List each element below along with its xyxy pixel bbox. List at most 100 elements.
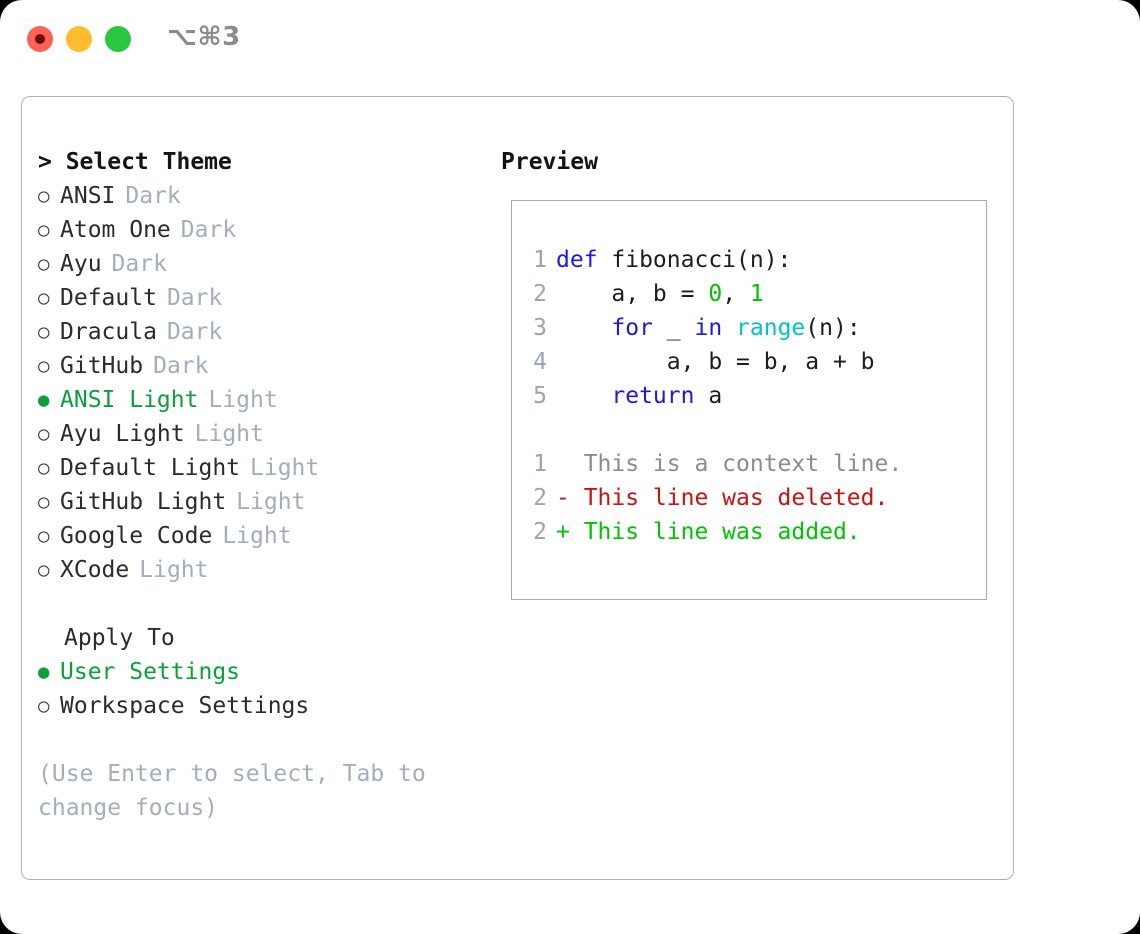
code-token-plain xyxy=(556,383,611,409)
line-number: 2 xyxy=(533,485,547,511)
theme-option-dracula[interactable]: ○ Dracula Dark xyxy=(38,315,488,349)
code-token-kw: for xyxy=(611,315,653,341)
apply-to-option-user-settings[interactable]: ● User Settings xyxy=(38,655,488,689)
line-number: 5 xyxy=(533,383,547,409)
radio-unselected-icon: ○ xyxy=(38,219,50,241)
code-line: 5 return a xyxy=(512,379,986,413)
radio-unselected-icon: ○ xyxy=(38,287,50,309)
code-token-plain: , xyxy=(722,281,750,307)
code-line: 3 for _ in range(n): xyxy=(512,311,986,345)
radio-unselected-icon: ○ xyxy=(38,525,50,547)
maximize-window-button[interactable] xyxy=(105,26,131,52)
code-token-plain: a, b = b, a + b xyxy=(556,349,875,375)
code-token-kw: in xyxy=(694,315,723,341)
apply-to-option-label: User Settings xyxy=(60,659,241,685)
line-number: 2 xyxy=(533,281,547,307)
theme-option-google-code[interactable]: ○ Google Code Light xyxy=(38,519,488,553)
theme-option-category: Light xyxy=(250,455,320,481)
select-theme-heading: > Select Theme xyxy=(38,149,232,175)
spacer xyxy=(38,587,488,621)
code-token-fn: range xyxy=(736,315,806,341)
theme-option-category: Dark xyxy=(153,353,209,379)
code-token-num: 1 xyxy=(749,281,764,307)
theme-option-label: ANSI Light xyxy=(60,387,199,413)
apply-to-heading: Apply To xyxy=(64,625,175,651)
theme-option-label: Dracula xyxy=(60,319,157,345)
keyboard-shortcut-label: ⌥⌘3 xyxy=(167,22,241,52)
line-number: 3 xyxy=(533,315,547,341)
code-line: 1 def fibonacci(n): xyxy=(512,243,986,277)
theme-option-category: Dark xyxy=(180,217,237,243)
radio-unselected-icon: ○ xyxy=(38,559,50,581)
code-line-text: return a xyxy=(556,379,722,413)
theme-option-label: Ayu Light xyxy=(60,421,185,447)
code-line-text: a, b = b, a + b xyxy=(556,345,875,379)
theme-option-label: Default xyxy=(60,285,157,311)
theme-option-label: Google Code xyxy=(60,523,213,549)
radio-unselected-icon: ○ xyxy=(38,321,50,343)
title-bar: ⌥⌘3 xyxy=(0,0,1140,78)
theme-option-category: Dark xyxy=(166,319,223,345)
theme-option-label: ANSI xyxy=(60,183,116,209)
diff-line: 2 + This line was added. xyxy=(512,515,986,549)
line-number: 1 xyxy=(533,247,547,273)
diff-line-text-del: - This line was deleted. xyxy=(556,485,889,511)
radio-selected-icon: ● xyxy=(38,389,50,411)
apply-to-option-label: Workspace Settings xyxy=(60,693,310,719)
line-number: 4 xyxy=(533,349,547,375)
code-token-plain: _ xyxy=(652,315,695,341)
apply-to-option-workspace-settings[interactable]: ○ Workspace Settings xyxy=(38,689,488,723)
code-token-plain xyxy=(556,315,611,341)
theme-option-label: Default Light xyxy=(60,455,241,481)
code-token-plain: a, b = xyxy=(556,281,709,307)
help-text: (Use Enter to select, Tab to change focu… xyxy=(38,761,426,821)
minimize-window-button[interactable] xyxy=(66,26,92,52)
diff-line-text-ctx: This is a context line. xyxy=(556,451,903,477)
diff-line-text-add: + This line was added. xyxy=(556,519,861,545)
theme-option-category: Light xyxy=(208,387,278,413)
code-token-plain xyxy=(722,315,736,341)
code-line-text: a, b = 0, 1 xyxy=(556,277,764,311)
radio-selected-icon: ● xyxy=(38,661,50,683)
theme-option-category: Light xyxy=(236,489,306,515)
code-token-num: 0 xyxy=(708,281,723,307)
spacer xyxy=(512,413,986,447)
theme-option-category: Dark xyxy=(125,183,181,209)
code-line-text: for _ in range(n): xyxy=(556,311,861,345)
line-number: 2 xyxy=(533,519,547,545)
diff-sample: 1 This is a context line. 2 - This line wa… xyxy=(512,447,986,549)
theme-option-xcode[interactable]: ○ XCode Light xyxy=(38,553,488,587)
apply-to-list[interactable]: ● User Settings ○ Workspace Settings xyxy=(38,655,488,723)
theme-option-category: Light xyxy=(139,557,209,583)
line-number: 1 xyxy=(533,451,547,477)
theme-option-ansi-light[interactable]: ● ANSI Light Light xyxy=(38,383,488,417)
code-line-text: def fibonacci(n): xyxy=(556,243,791,277)
close-window-button[interactable] xyxy=(27,26,53,52)
theme-option-category: Light xyxy=(222,523,292,549)
code-token-plain: a xyxy=(694,383,723,409)
code-line: 4 a, b = b, a + b xyxy=(512,345,986,379)
code-token-plain: (n): xyxy=(805,315,861,341)
theme-option-category: Dark xyxy=(111,251,167,277)
diff-line: 2 - This line was deleted. xyxy=(512,481,986,515)
code-token-kw: return xyxy=(611,383,695,409)
traffic-light-controls xyxy=(27,26,131,52)
radio-unselected-icon: ○ xyxy=(38,695,50,717)
theme-option-label: XCode xyxy=(60,557,130,583)
theme-option-label: GitHub Light xyxy=(60,489,227,515)
